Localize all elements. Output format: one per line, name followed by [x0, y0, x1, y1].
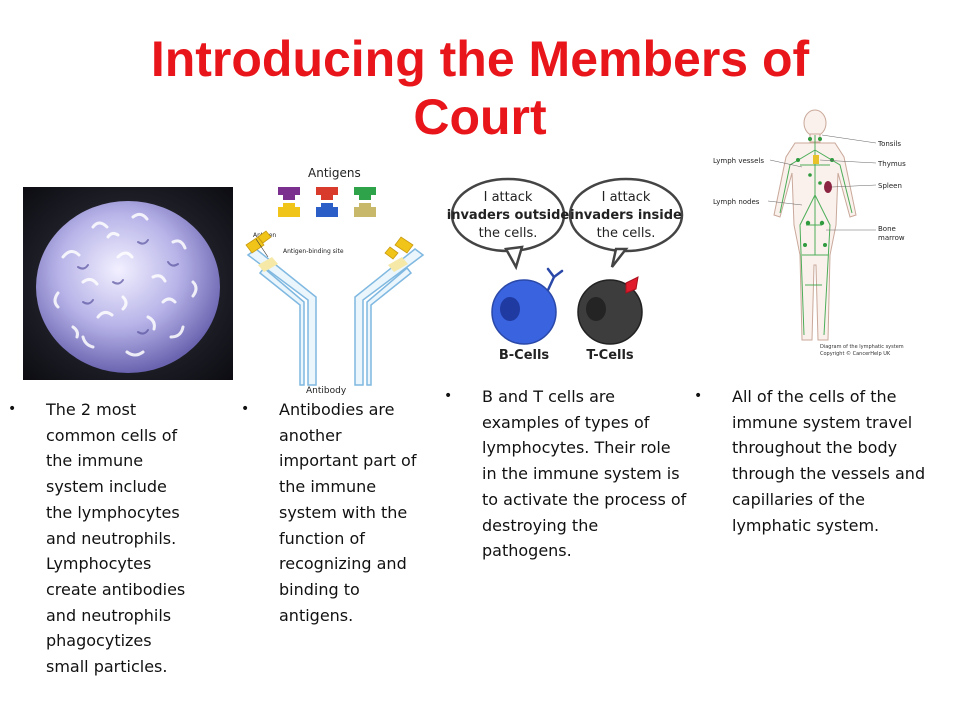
antibody-label: Antibody: [306, 386, 347, 395]
text-line: create antibodies: [46, 579, 186, 599]
slide-title: Introducing the Members of Court: [80, 30, 880, 146]
text-line: system include: [46, 477, 167, 497]
text-line: B and T cells are: [482, 387, 615, 406]
text-line: another: [279, 425, 342, 445]
b-t-cells-icon: I attack invaders outside the cells. I a…: [447, 177, 684, 363]
bubble-right-line2: invaders inside: [570, 208, 682, 223]
bubble-right-line3: the cells.: [597, 226, 656, 241]
bullet-text: The 2 most common cells of the immune sy…: [46, 397, 185, 680]
bullet-text: B and T cells are examples of types of l…: [482, 384, 686, 564]
b-cells-label: B-Cells: [499, 348, 550, 363]
spleen-label: Spleen: [878, 182, 902, 190]
lymphocyte-image: [23, 187, 233, 380]
lymph-nodes-label: Lymph nodes: [713, 198, 760, 206]
text-line: the immune: [46, 451, 144, 471]
lymph-vessels-label: Lymph vessels: [713, 157, 764, 165]
text-line: Antibodies are: [279, 400, 395, 419]
text-line: immune system travel: [732, 412, 913, 432]
text-line: All of the cells of the: [732, 387, 897, 406]
title-line-1: Introducing the Members of: [150, 31, 810, 87]
bullet-marker: •: [241, 401, 250, 417]
marrow-label: marrow: [878, 234, 905, 242]
title-line-2: Court: [413, 89, 547, 145]
text-line: lymphocytes. Their role: [482, 438, 671, 458]
text-line: and neutrophils.: [46, 528, 177, 548]
b-t-cells-image: I attack invaders outside the cells. I a…: [446, 175, 686, 365]
bullet-marker: •: [694, 388, 703, 404]
text-line: antigens.: [279, 605, 354, 625]
text-line: examples of types of: [482, 412, 650, 432]
text-line: phagocytizes: [46, 631, 152, 651]
text-line: lymphatic system.: [732, 515, 880, 535]
text-line: The 2 most: [46, 400, 137, 419]
diagram-caption-line1: Diagram of the lymphatic system: [820, 344, 904, 350]
spleen-shape: [824, 181, 832, 193]
t-cell-icon: [577, 279, 643, 345]
bullet-marker: •: [444, 388, 453, 404]
binding-site-label: Antigen-binding site: [283, 248, 344, 255]
antibody-diagram: Antigens Antigen Antigen-binding site: [238, 165, 433, 396]
text-line: through the vessels and: [732, 464, 926, 484]
text-line: in the immune system is: [482, 464, 680, 484]
lymphatic-system-icon: Tonsils Lymph vessels Thymus Spleen Lymp…: [713, 109, 906, 357]
text-line: important part of: [279, 451, 417, 471]
bullet-marker: •: [8, 401, 17, 417]
lymphatic-system-diagram: Tonsils Lymph vessels Thymus Spleen Lymp…: [710, 105, 925, 360]
tonsils-label: Tonsils: [877, 140, 901, 148]
bone-label: Bone: [878, 225, 896, 233]
text-line: capillaries of the: [732, 489, 865, 509]
bubble-left-line2: invaders outside: [447, 208, 570, 223]
lymphocyte-micrograph-icon: [23, 187, 233, 380]
bubble-left-line3: the cells.: [479, 226, 538, 241]
bubble-right-line1: I attack: [602, 190, 651, 205]
text-line: Lymphocytes: [46, 554, 152, 574]
text-line: pathogens.: [482, 541, 572, 561]
antigen-shapes: [278, 187, 376, 217]
text-line: throughout the body: [732, 438, 898, 458]
text-line: the immune: [279, 477, 377, 497]
text-line: to activate the process of: [482, 489, 687, 509]
text-line: the lymphocytes: [46, 502, 180, 522]
text-line: system with the: [279, 502, 408, 522]
diagram-caption-line2: Copyright © CancerHelp UK: [820, 350, 891, 357]
antigens-heading: Antigens: [308, 166, 361, 180]
bubble-left-line1: I attack: [484, 190, 533, 205]
text-line: binding to: [279, 579, 360, 599]
text-line: common cells of: [46, 425, 178, 445]
text-line: and neutrophils: [46, 605, 172, 625]
lymph-vessels: [779, 135, 853, 336]
bullet-text: Antibodies are another important part of…: [279, 397, 416, 628]
text-line: recognizing and: [279, 554, 407, 574]
b-cell-icon: [491, 279, 557, 345]
t-cells-label: T-Cells: [586, 348, 634, 363]
thymus-shape: [813, 155, 819, 164]
antibody-icon: Antigens Antigen Antigen-binding site: [245, 166, 425, 396]
thymus-label: Thymus: [877, 160, 906, 168]
text-line: function of: [279, 528, 365, 548]
bullet-text: All of the cells of the immune system tr…: [732, 384, 925, 538]
text-line: destroying the: [482, 515, 599, 535]
antibody-shape: [246, 248, 425, 386]
text-line: small particles.: [46, 657, 168, 677]
